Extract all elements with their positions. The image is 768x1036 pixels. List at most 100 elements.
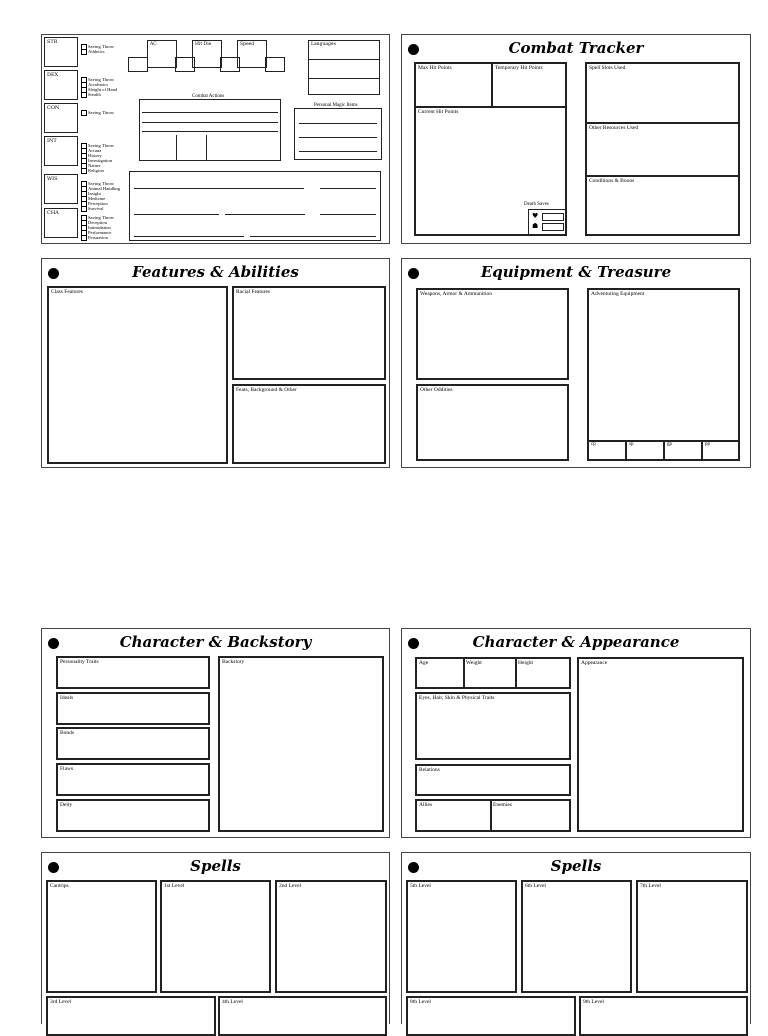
ac-box[interactable]: AC	[147, 40, 177, 68]
level6-box[interactable]: 6th Level	[521, 880, 632, 993]
checkbox-icon[interactable]	[81, 92, 87, 98]
ability-box-str[interactable]: STR	[44, 37, 78, 67]
checkbox-icon[interactable]	[81, 235, 87, 241]
spellcasting-box[interactable]	[129, 171, 381, 241]
bullet-icon	[408, 268, 419, 279]
skill-label: Deception	[88, 220, 107, 226]
level1-label: 1st Level	[164, 883, 185, 889]
level2-box[interactable]: 2nd Level	[275, 880, 387, 993]
ability-label: INT	[47, 138, 57, 144]
level7-box[interactable]: 7th Level	[636, 880, 748, 993]
ideals-label: Ideals	[60, 695, 74, 701]
level5-box[interactable]: 5th Level	[406, 880, 517, 993]
level1-box[interactable]: 1st Level	[160, 880, 271, 993]
deity-label: Deity	[60, 802, 73, 808]
skill-label: Performance	[88, 230, 112, 236]
skill-label: Saving Throw	[88, 215, 115, 221]
combat-actions-box[interactable]	[139, 99, 281, 161]
features-title: Features & Abilities	[132, 263, 299, 281]
personal-magic-box[interactable]	[294, 108, 382, 160]
deity-box[interactable]: Deity	[56, 799, 210, 832]
allies-label: Allies	[419, 802, 433, 808]
coin-gp: gp	[667, 442, 672, 447]
level3-box[interactable]: 3rd Level	[46, 996, 216, 1036]
max-hp-label: Max Hit Points	[418, 65, 452, 71]
bonds-box[interactable]: Bonds	[56, 727, 210, 760]
allies-enemies-box[interactable]: Allies Enemies	[415, 799, 571, 832]
class-features-box[interactable]: Class Features	[47, 286, 228, 464]
skill-label: Sleight of Hand	[88, 87, 118, 93]
skill-row[interactable]: Religion	[81, 168, 104, 174]
level8-box[interactable]: 8th Level	[406, 996, 576, 1036]
ability-label: DEX	[47, 72, 59, 78]
feats-box[interactable]: Feats, Background & Other	[232, 384, 386, 464]
adventuring-box[interactable]: Adventuring Equipment cp sp gp pp	[587, 288, 740, 461]
speed-box[interactable]: Speed	[237, 40, 267, 68]
combat-tracker-card: Combat Tracker Max Hit Points Temporary …	[401, 34, 751, 244]
appearance-box[interactable]: Appearance	[577, 657, 744, 832]
checkbox-icon[interactable]	[81, 168, 87, 174]
ability-box-con[interactable]: CON	[44, 103, 78, 133]
spells-title-1: Spells	[190, 857, 241, 875]
skill-label: Athletics	[88, 49, 105, 55]
flaws-box[interactable]: Flaws	[56, 763, 210, 796]
ability-box-cha[interactable]: CHA	[44, 208, 78, 238]
ability-box-wis[interactable]: WIS	[44, 174, 78, 204]
level7-label: 7th Level	[640, 883, 661, 889]
racial-features-box[interactable]: Racial Features	[232, 286, 386, 380]
proficiency-box[interactable]	[175, 57, 195, 72]
age-weight-height-box[interactable]: Age Weight Height	[415, 657, 571, 689]
temp-hp-label: Temporary Hit Points	[495, 65, 543, 71]
level4-box[interactable]: 4th Level	[218, 996, 387, 1036]
skill-label: Medicine	[88, 196, 106, 202]
skill-row[interactable]: Saving Throw	[81, 110, 114, 116]
ability-box-dex[interactable]: DEX	[44, 70, 78, 100]
languages-box[interactable]: Languages	[308, 40, 380, 95]
backstory-box[interactable]: Backstory	[218, 656, 384, 832]
checkbox-icon[interactable]	[81, 206, 87, 212]
ability-label: STR	[47, 39, 58, 45]
eyes-box[interactable]: Eyes, Hair, Skin & Physical Traits	[415, 692, 571, 760]
checkbox-icon[interactable]	[81, 110, 87, 116]
oddities-box[interactable]: Other Oddities	[416, 384, 569, 461]
skill-row[interactable]: Stealth	[81, 92, 101, 98]
skill-label: Acrobatics	[88, 82, 108, 88]
skill-label: Saving Throw	[88, 110, 115, 116]
relations-box[interactable]: Relations	[415, 764, 571, 796]
cantrips-label: Cantrips	[50, 883, 69, 889]
checkbox-icon[interactable]	[81, 49, 87, 55]
skill-label: Animal Handling	[88, 186, 121, 192]
skull-icon: ☗	[532, 222, 539, 230]
weapons-box[interactable]: Weapons, Armor & Ammunition	[416, 288, 569, 380]
other-resources-label: Other Resources Used	[589, 125, 639, 131]
bullet-icon	[408, 44, 419, 55]
ideals-box[interactable]: Ideals	[56, 692, 210, 725]
traits-box[interactable]: Personality Traits	[56, 656, 210, 689]
age-label: Age	[419, 660, 429, 666]
bonds-label: Bonds	[60, 730, 75, 736]
hit-die-box[interactable]: Hit Die	[192, 40, 222, 68]
passive-box[interactable]	[220, 57, 240, 72]
speed-label: Speed	[240, 42, 255, 47]
bullet-icon	[48, 268, 59, 279]
skill-label: Insight	[88, 191, 101, 197]
skill-row[interactable]: Survival	[81, 206, 104, 212]
initiative-box[interactable]	[128, 57, 148, 72]
resources-box[interactable]: Spell Slots Used Other Resources Used Co…	[585, 62, 740, 236]
inspiration-box[interactable]	[265, 57, 285, 72]
ability-box-int[interactable]: INT	[44, 136, 78, 166]
weapons-label: Weapons, Armor & Ammunition	[420, 291, 492, 297]
spells-card-2: Spells 5th Level 6th Level 7th Level 8th…	[401, 852, 751, 1036]
eyes-label: Eyes, Hair, Skin & Physical Traits	[419, 695, 495, 701]
level9-box[interactable]: 9th Level	[579, 996, 748, 1036]
conditions-label: Conditions & Boons	[589, 178, 635, 184]
skill-row[interactable]: Persuasion	[81, 235, 108, 241]
spells-title-2: Spells	[550, 857, 602, 875]
skill-row[interactable]: Athletics	[81, 49, 105, 55]
combat-actions-label: Combat Actions	[192, 94, 225, 99]
flaws-label: Flaws	[60, 766, 74, 772]
death-saves-box[interactable]: ♥ ☗	[528, 209, 566, 235]
hit-points-box[interactable]: Max Hit Points Temporary Hit Points Curr…	[414, 62, 567, 236]
cantrips-box[interactable]: Cantrips	[46, 880, 157, 993]
death-saves-label: Death Saves	[524, 202, 549, 207]
